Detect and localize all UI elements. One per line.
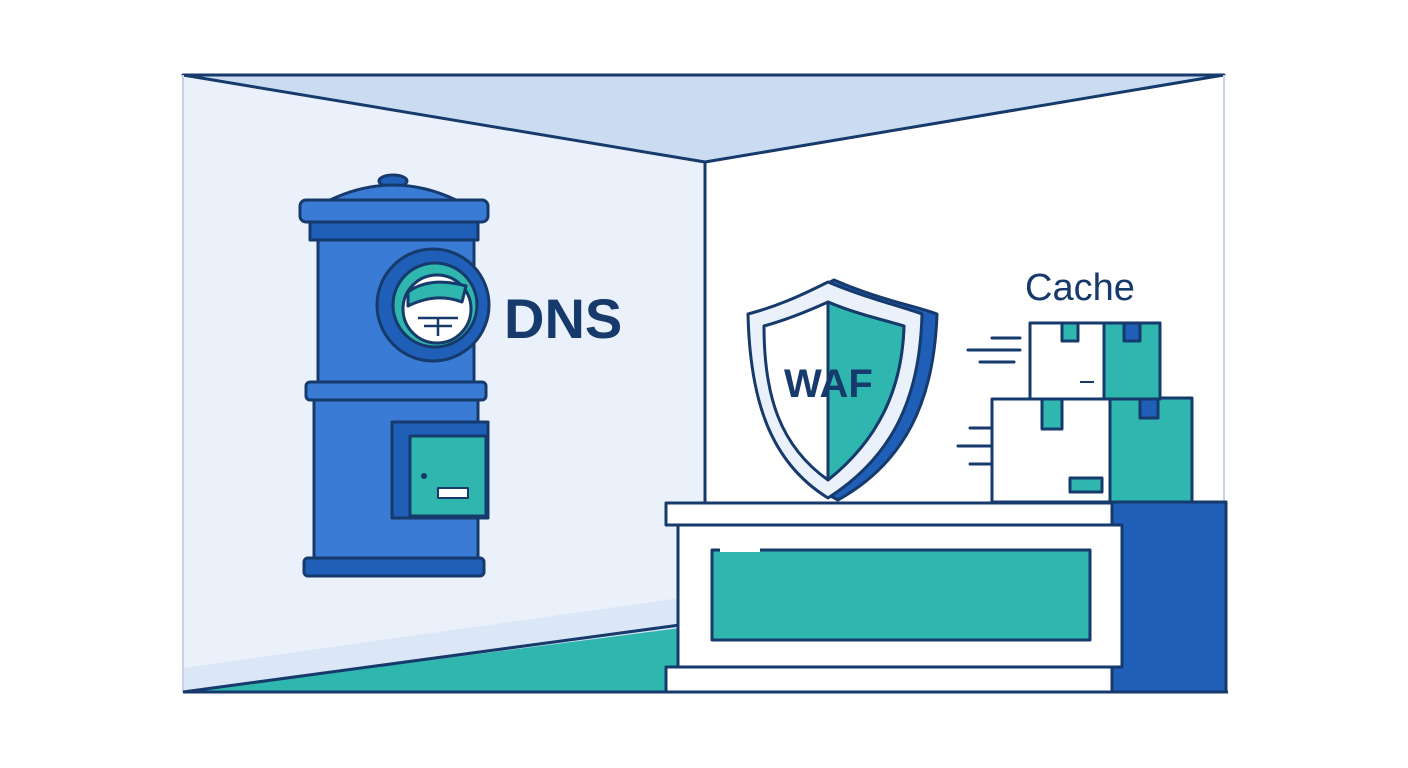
desk-icon bbox=[664, 500, 1228, 694]
cache-label: Cache bbox=[1025, 267, 1135, 309]
cardboard-box-icon bbox=[990, 321, 1194, 504]
ceiling bbox=[181, 73, 1226, 164]
dns-label: DNS bbox=[504, 287, 622, 350]
floor-shadow bbox=[183, 598, 680, 692]
waf-label: WAF bbox=[784, 362, 873, 406]
shield-icon bbox=[746, 278, 939, 502]
post-box-icon bbox=[298, 173, 491, 578]
